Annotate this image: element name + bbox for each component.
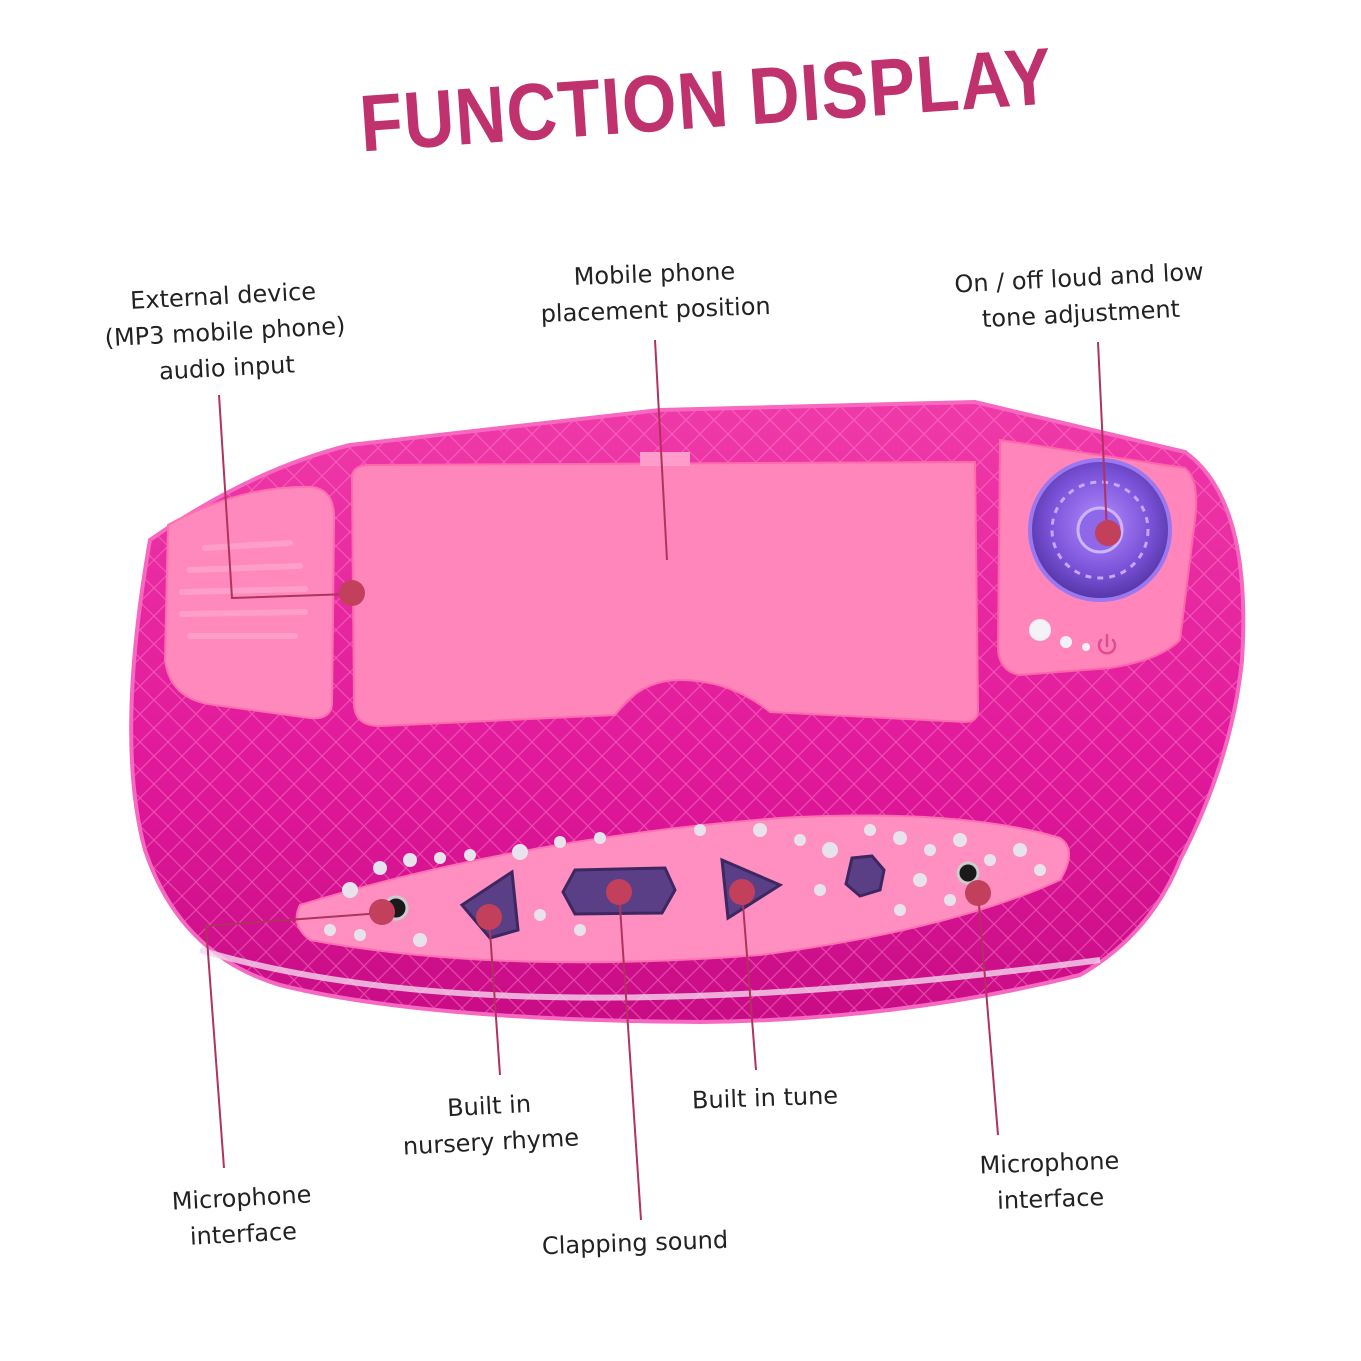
mic-jack-right[interactable] bbox=[956, 861, 980, 885]
grille-lines bbox=[179, 540, 308, 639]
power-icon bbox=[1097, 633, 1117, 655]
label-phone-placement: Mobile phone placement position bbox=[540, 257, 772, 328]
audio-input-pad bbox=[163, 485, 336, 720]
led-indicators bbox=[1029, 619, 1090, 651]
label-built-in-tune: Built in tune bbox=[691, 1081, 839, 1115]
label-microphone-right: Microphone interface bbox=[979, 1146, 1120, 1215]
light-button[interactable] bbox=[844, 854, 886, 898]
label-nursery-rhyme: Built in nursery rhyme bbox=[402, 1089, 580, 1161]
label-microphone-left: Microphone interface bbox=[171, 1180, 313, 1251]
label-external-audio-input: External device (MP3 mobile phone) audio… bbox=[103, 277, 347, 386]
phone-placement-tray bbox=[350, 460, 980, 728]
strip-dots bbox=[324, 823, 1046, 947]
